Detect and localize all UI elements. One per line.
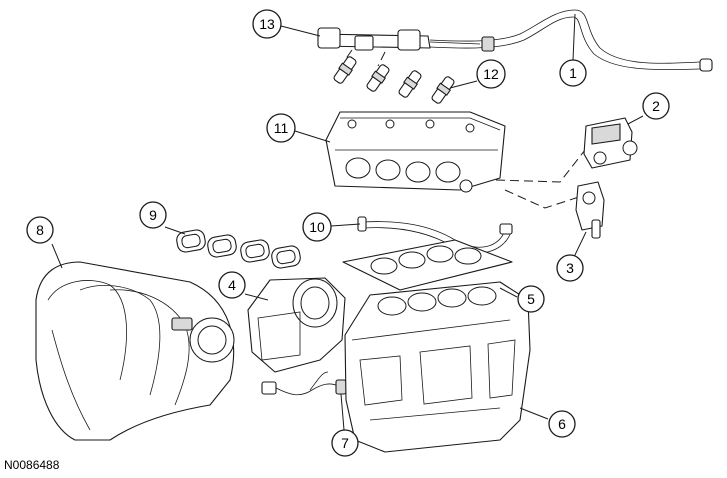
callout-label-2: 2 [652,98,660,114]
callout-6: 6 [548,410,576,438]
callout-label-9: 9 [149,207,157,223]
purge-valve [575,181,605,239]
callout-label-11: 11 [274,120,289,136]
throttle-body [247,277,346,373]
callout-10: 10 [302,212,332,242]
callout-label-1: 1 [569,65,577,81]
valve-assembly [583,117,638,169]
connection-line-head-to-purge [504,189,586,209]
sensor-harness [261,371,347,396]
intake-manifold-gaskets [176,229,301,269]
callout-label-3: 3 [566,260,574,276]
callout-label-13: 13 [259,16,275,32]
leader-lines [51,13,644,431]
fuel-supply-tube [429,9,713,72]
callout-8: 8 [26,216,54,244]
callout-7: 7 [331,429,359,457]
callout-label-10: 10 [309,219,325,235]
callout-1: 1 [559,59,587,87]
callout-9: 9 [139,201,167,229]
callout-2: 2 [642,92,670,120]
callout-label-4: 4 [228,277,236,293]
callout-11: 11 [266,113,296,143]
fuel-rail [317,27,481,51]
cylinder-head [325,111,506,193]
callout-3: 3 [556,254,584,282]
head-gasket [342,239,513,291]
callout-13: 13 [252,9,282,39]
callout-label-5: 5 [527,291,535,307]
callout-12: 12 [476,59,506,89]
callout-4: 4 [218,271,246,299]
callout-label-12: 12 [483,66,499,82]
callout-label-7: 7 [341,435,349,451]
intake-manifold [35,261,235,441]
callout-label-8: 8 [36,222,44,238]
figure-reference-code: N0086488 [4,458,60,472]
fuel-injectors [333,49,455,104]
connection-line-head-to-valve [495,149,586,183]
callout-label-6: 6 [558,416,566,432]
callout-5: 5 [517,285,545,313]
engine-block [344,281,531,453]
